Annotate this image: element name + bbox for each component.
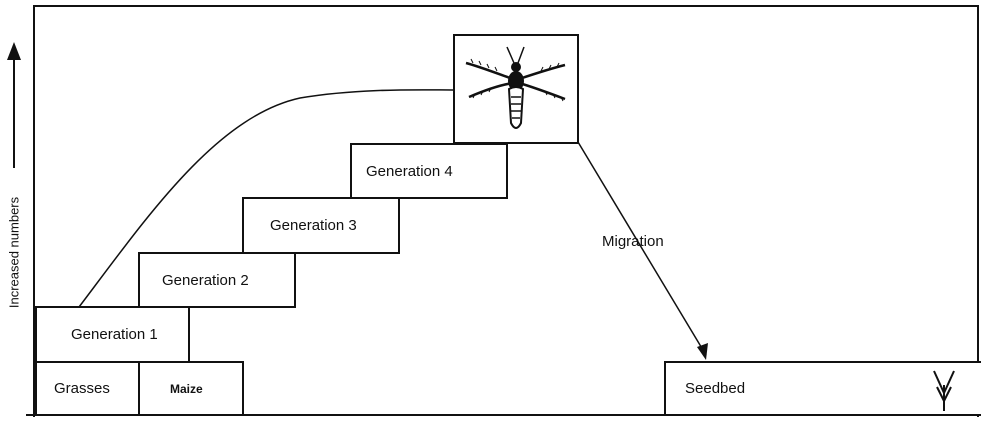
seedling-icon xyxy=(933,370,955,411)
generation-1-label: Generation 1 xyxy=(71,326,158,343)
generation-4-label: Generation 4 xyxy=(366,162,453,180)
box-seedbed: Seedbed xyxy=(664,361,981,416)
box-generation-3: Generation 3 xyxy=(242,197,400,254)
up-arrow-icon xyxy=(7,42,21,60)
maize-label: Maize xyxy=(170,381,203,396)
thrips-insect-icon xyxy=(465,46,566,129)
generation-2-label: Generation 2 xyxy=(162,271,249,289)
seedbed-label: Seedbed xyxy=(685,380,746,397)
migration-arrowhead-icon xyxy=(697,343,708,360)
migration-label: Migration xyxy=(602,233,664,250)
box-maize: Maize xyxy=(138,361,244,416)
box-grasses: Grasses xyxy=(35,361,140,416)
box-generation-1: Generation 1 xyxy=(35,306,190,363)
diagram-frame xyxy=(33,5,979,417)
box-generation-4: Generation 4 xyxy=(350,143,508,199)
migration-arrow-line xyxy=(577,141,707,356)
box-generation-2: Generation 2 xyxy=(138,252,296,308)
up-arrow-shaft xyxy=(13,58,15,168)
ground-line xyxy=(26,414,981,416)
grasses-label: Grasses xyxy=(54,380,110,397)
box-insect xyxy=(453,34,579,144)
generation-3-label: Generation 3 xyxy=(270,217,357,234)
